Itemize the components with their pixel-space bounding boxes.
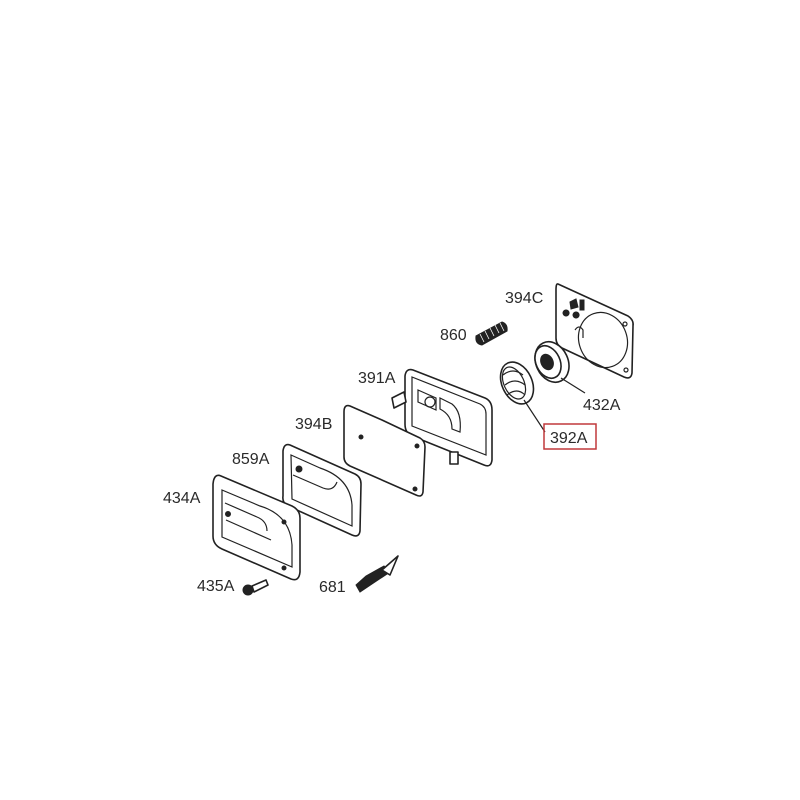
- label-681: 681: [319, 579, 346, 596]
- part-860-spring[interactable]: [475, 321, 508, 346]
- part-392A-valve-spring[interactable]: [494, 357, 546, 433]
- part-434A-cover-plate[interactable]: [212, 474, 301, 581]
- label-432A: 432A: [583, 397, 621, 414]
- highlight-box-392A: [543, 423, 597, 450]
- part-432A-seal-ring[interactable]: [529, 336, 586, 394]
- label-859A: 859A: [232, 451, 270, 468]
- part-681-fitting[interactable]: [355, 555, 399, 593]
- part-394B-diaphragm[interactable]: [343, 404, 426, 497]
- label-860: 860: [440, 327, 467, 344]
- part-859A-gasket[interactable]: [282, 443, 362, 537]
- label-434A: 434A: [163, 490, 201, 507]
- label-394C: 394C: [505, 290, 543, 307]
- label-435A: 435A: [197, 578, 235, 595]
- label-391A: 391A: [358, 370, 396, 387]
- label-392A[interactable]: 392A: [550, 430, 588, 447]
- part-435A-screw[interactable]: [242, 579, 269, 596]
- part-391A-valve-housing[interactable]: [391, 368, 493, 467]
- label-394B: 394B: [295, 416, 332, 433]
- part-394C-gasket[interactable]: [555, 283, 635, 379]
